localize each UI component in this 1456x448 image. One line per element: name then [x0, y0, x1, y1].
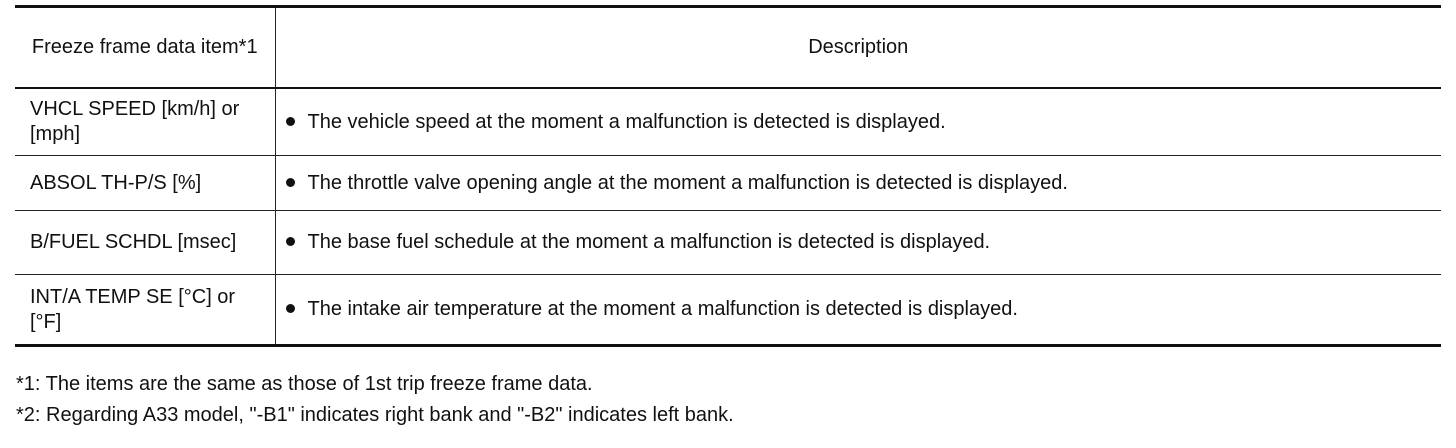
bullet-dot-icon: [285, 116, 295, 126]
table-row: INT/A TEMP SE [°C] or [°F] The intake ai…: [15, 274, 1441, 347]
table-row: B/FUEL SCHDL [msec] The base fuel schedu…: [15, 210, 1441, 275]
item-cell: B/FUEL SCHDL [msec]: [15, 210, 276, 275]
freeze-frame-table-container: Freeze frame data item*1 Description VHC…: [15, 5, 1441, 347]
table-header-row: Freeze frame data item*1 Description: [15, 5, 1441, 89]
freeze-frame-data-table: Freeze frame data item*1 Description VHC…: [15, 5, 1441, 347]
footnote-1: *1: The items are the same as those of 1…: [16, 373, 593, 395]
description-cell: The vehicle speed at the moment a malfun…: [275, 88, 1441, 156]
description-cell: The base fuel schedule at the moment a m…: [275, 210, 1441, 275]
item-cell: INT/A TEMP SE [°C] or [°F]: [15, 274, 276, 347]
table-row: VHCL SPEED [km/h] or [mph] The vehicle s…: [15, 88, 1441, 156]
description-text: The throttle valve opening angle at the …: [307, 171, 1068, 194]
description-text: The base fuel schedule at the moment a m…: [307, 231, 991, 253]
bullet-dot-icon: [285, 177, 295, 187]
bullet-dot-icon: [285, 237, 295, 246]
description-text: The vehicle speed at the moment a malfun…: [307, 110, 946, 133]
footnotes: *1: The items are the same as those of 1…: [16, 371, 1436, 433]
footnote-2: *2: Regarding A33 model, "-B1" indicates…: [16, 404, 734, 426]
bullet-dot-icon: [285, 304, 295, 313]
header-description: Description: [275, 5, 1441, 89]
description-text: The intake air temperature at the moment…: [307, 298, 1018, 320]
table-row: ABSOL TH-P/S [%] The throttle valve open…: [15, 155, 1441, 211]
item-cell: ABSOL TH-P/S [%]: [15, 155, 276, 211]
item-cell: VHCL SPEED [km/h] or [mph]: [15, 88, 276, 156]
description-cell: The throttle valve opening angle at the …: [275, 155, 1441, 211]
header-freeze-frame-item: Freeze frame data item*1: [15, 5, 276, 89]
description-cell: The intake air temperature at the moment…: [275, 274, 1441, 347]
